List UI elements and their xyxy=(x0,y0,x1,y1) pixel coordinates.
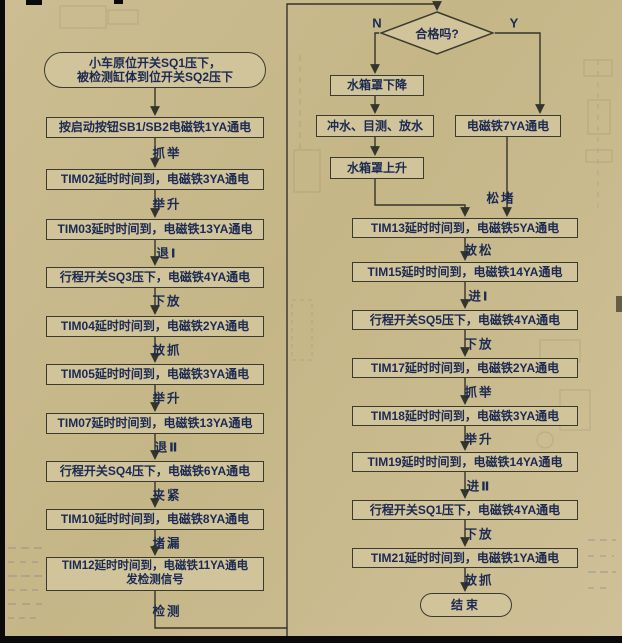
transition-label: 放松 xyxy=(464,243,494,258)
step-text: 行程开关SQ4压下，电磁铁6YA通电 xyxy=(59,464,251,479)
transition-label: 退Ⅱ xyxy=(154,440,180,455)
end-terminator: 结束 xyxy=(420,593,512,617)
branch-yes-label: Y xyxy=(509,15,519,31)
step-text: 行程开关SQ5压下，电磁铁4YA通电 xyxy=(369,312,561,327)
step-text: 电磁铁7YA通电 xyxy=(466,118,550,133)
transition-label: 退Ⅰ xyxy=(156,246,178,261)
step-text: TIM04延时时间到，电磁铁2YA通电 xyxy=(60,319,250,334)
transition-label: 松堵 xyxy=(486,191,516,206)
transition-label: 举升 xyxy=(152,197,182,212)
flow-step-box: 冲水、目测、放水 xyxy=(316,115,434,137)
flow-step-box: TIM21延时时间到，电磁铁1YA通电 xyxy=(352,548,578,568)
decision-diamond: 合格吗? xyxy=(379,11,495,55)
scan-edge-nub xyxy=(26,0,42,5)
flow-step-box: 水箱罩下降 xyxy=(330,75,424,96)
step-text: TIM05延时时间到，电磁铁3YA通电 xyxy=(60,367,250,382)
step-text: TIM17延时时间到，电磁铁2YA通电 xyxy=(370,360,560,375)
scan-edge-nub xyxy=(114,0,123,4)
step-text: TIM18延时时间到，电磁铁3YA通电 xyxy=(370,408,560,423)
flow-step-box: TIM10延时时间到，电磁铁8YA通电 xyxy=(46,509,264,530)
flow-step-box: TIM12延时时间到，电磁铁11YA通电 发检测信号 xyxy=(46,557,264,591)
step-text: TIM21延时时间到，电磁铁1YA通电 xyxy=(370,550,560,565)
flow-step-box: TIM05延时时间到，电磁铁3YA通电 xyxy=(46,364,264,385)
flow-step-box: 电磁铁7YA通电 xyxy=(455,115,561,137)
flow-step-box: 行程开关SQ4压下，电磁铁6YA通电 xyxy=(46,461,264,482)
flow-step-box: TIM03延时时间到，电磁铁13YA通电 xyxy=(46,219,264,240)
transition-label: 抓举 xyxy=(152,146,182,161)
transition-label: 抓举 xyxy=(464,385,494,400)
flow-step-box: TIM17延时时间到，电磁铁2YA通电 xyxy=(352,358,578,378)
branch-no-label: N xyxy=(372,15,382,31)
transition-label: 举升 xyxy=(152,391,182,406)
step-text: 按启动按钮SB1/SB2电磁铁1YA通电 xyxy=(58,120,252,135)
flow-step-box: TIM07延时时间到，电磁铁13YA通电 xyxy=(46,413,264,434)
flow-step-box: 行程开关SQ3压下，电磁铁4YA通电 xyxy=(46,267,264,288)
step-text: TIM15延时时间到，电磁铁14YA通电 xyxy=(367,264,563,279)
step-text: 行程开关SQ1压下，电磁铁4YA通电 xyxy=(369,502,561,517)
transition-label: 下放 xyxy=(464,527,494,542)
step-text-2: 发检测信号 xyxy=(126,574,184,586)
step-text: TIM13延时时间到，电磁铁5YA通电 xyxy=(370,220,560,235)
flow-step-box: TIM02延时时间到，电磁铁3YA通电 xyxy=(46,169,264,190)
step-text: TIM07延时时间到，电磁铁13YA通电 xyxy=(57,416,253,431)
end-text: 结束 xyxy=(450,597,481,612)
flow-step-box: 水箱罩上升 xyxy=(330,157,424,179)
flow-step-box: 按启动按钮SB1/SB2电磁铁1YA通电 xyxy=(46,117,264,138)
transition-label: 检测 xyxy=(152,604,182,619)
step-text: 行程开关SQ3压下，电磁铁4YA通电 xyxy=(59,270,251,285)
transition-label: 放抓 xyxy=(464,573,494,588)
flow-step-box: TIM15延时时间到，电磁铁14YA通电 xyxy=(352,262,578,282)
step-text: TIM19延时时间到，电磁铁14YA通电 xyxy=(367,454,563,469)
flow-step-box: TIM19延时时间到，电磁铁14YA通电 xyxy=(352,452,578,472)
transition-label: 举升 xyxy=(464,432,494,447)
transition-label: 下放 xyxy=(464,337,494,352)
transition-label: 进Ⅰ xyxy=(468,289,490,304)
transition-label: 下放 xyxy=(152,294,182,309)
scan-edge-left xyxy=(0,0,5,643)
start-line1: 小车原位开关SQ1压下， xyxy=(88,55,221,70)
flow-step-box: TIM04延时时间到，电磁铁2YA通电 xyxy=(46,316,264,337)
scan-smudge xyxy=(616,296,622,312)
flow-step-box: 行程开关SQ5压下，电磁铁4YA通电 xyxy=(352,310,578,330)
start-terminator: 小车原位开关SQ1压下， 被检测缸体到位开关SQ2压下 xyxy=(44,52,266,88)
step-text: 冲水、目测、放水 xyxy=(326,118,423,133)
step-text: 水箱罩上升 xyxy=(346,160,407,175)
step-text: TIM12延时时间到，电磁铁11YA通电 xyxy=(61,560,249,573)
step-text: TIM03延时时间到，电磁铁13YA通电 xyxy=(57,222,253,237)
transition-label: 堵漏 xyxy=(152,536,182,551)
step-text: TIM10延时时间到，电磁铁8YA通电 xyxy=(60,512,250,527)
scan-edge-bottom xyxy=(0,636,622,643)
start-line2: 被检测缸体到位开关SQ2压下 xyxy=(76,70,233,84)
transition-label: 进Ⅱ xyxy=(466,479,492,494)
step-text: 水箱罩下降 xyxy=(346,78,407,93)
transition-label: 夹紧 xyxy=(152,488,182,503)
flow-step-box: TIM13延时时间到，电磁铁5YA通电 xyxy=(352,218,578,238)
flow-step-box: 行程开关SQ1压下，电磁铁4YA通电 xyxy=(352,500,578,520)
step-text: TIM02延时时间到，电磁铁3YA通电 xyxy=(60,172,250,187)
transition-label: 放抓 xyxy=(152,343,182,358)
flow-step-box: TIM18延时时间到，电磁铁3YA通电 xyxy=(352,406,578,426)
decision-text: 合格吗? xyxy=(415,26,459,41)
